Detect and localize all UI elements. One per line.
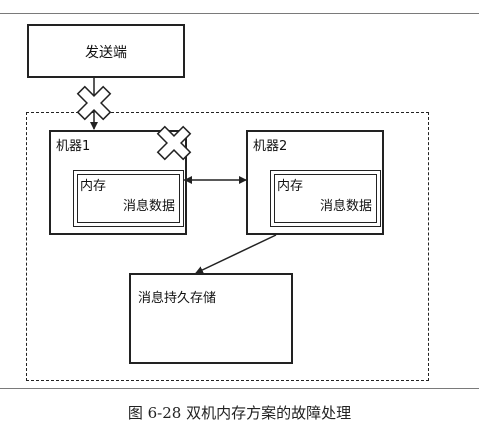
persistent-storage-label: 消息持久存储 — [138, 291, 217, 306]
persistent-storage-box: 消息持久存储 — [129, 273, 293, 364]
machine-1-failure-cross-icon — [156, 125, 192, 161]
machine-2-memory-box: 内存 消息数据 — [270, 170, 381, 227]
machine-1-message-label: 消息数据 — [122, 199, 175, 214]
top-rule — [0, 13, 479, 14]
machine-1-title: 机器1 — [56, 139, 91, 154]
sender-link-failure-cross-icon — [76, 85, 112, 121]
sender-box: 发送端 — [27, 24, 185, 78]
machine-2-title: 机器2 — [253, 139, 288, 154]
memory-sync-arrow-left-head — [184, 176, 192, 184]
machine-1-memory-inner — [77, 174, 180, 223]
machine-2-to-storage-arrow — [195, 234, 277, 274]
machine-2-memory-label: 内存 — [277, 179, 304, 194]
machine-2-message-label: 消息数据 — [319, 199, 372, 214]
machine-1-memory-label: 内存 — [80, 179, 107, 194]
bottom-rule — [0, 388, 479, 389]
machine-2-memory-inner — [274, 174, 377, 223]
machine-1-memory-box: 内存 消息数据 — [73, 170, 184, 227]
sender-label: 发送端 — [85, 45, 127, 61]
cluster-boundary — [26, 112, 429, 381]
figure-caption: 图 6-28 双机内存方案的故障处理 — [127, 404, 352, 422]
machine-2-box: 机器2 内存 消息数据 — [246, 130, 384, 235]
